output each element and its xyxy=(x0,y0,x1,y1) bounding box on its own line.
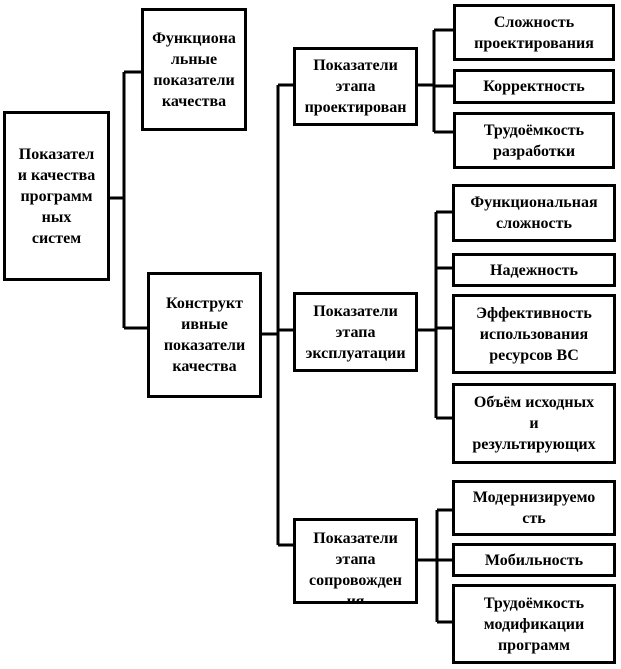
modification-effort-label: Трудоёмкость модификации программ xyxy=(483,594,585,654)
development-effort-node: Трудоёмкость разработки xyxy=(453,112,615,169)
root-node-label: Показател и качества программ ных систем xyxy=(17,145,96,247)
mobility-label: Мобильность xyxy=(484,551,584,569)
design-stage-node: Показатели этапа проектирован xyxy=(293,47,418,126)
resource-efficiency-label: Эффективность использования ресурсов ВС xyxy=(476,304,592,364)
constructive-quality-node: Конструкт ивные показатели качества xyxy=(147,272,262,398)
root-node: Показател и качества программ ных систем xyxy=(3,111,110,281)
design-complexity-label: Сложность проектирования xyxy=(474,13,594,52)
modifiability-node: Модернизируемо сть xyxy=(452,480,616,536)
correctness-label: Корректность xyxy=(483,78,585,95)
functional-complexity-node: Функциональная сложность xyxy=(452,184,616,242)
development-effort-label: Трудоёмкость разработки xyxy=(483,121,585,160)
functional-quality-node: Функциона льные показатели качества xyxy=(141,8,247,131)
operation-stage-node: Показатели этапа эксплуатации xyxy=(293,292,418,372)
resource-efficiency-node: Эффективность использования ресурсов ВС xyxy=(452,294,616,374)
data-volume-node: Объём исходных и результирующих xyxy=(452,383,616,464)
functional-complexity-label: Функциональная сложность xyxy=(470,194,598,232)
data-volume-label: Объём исходных и результирующих xyxy=(472,394,596,453)
reliability-label: Надежность xyxy=(490,261,578,279)
modifiability-label: Модернизируемо сть xyxy=(472,489,596,527)
operation-stage-label: Показатели этапа эксплуатации xyxy=(305,302,406,362)
correctness-node: Корректность xyxy=(453,69,615,104)
functional-quality-label: Функциона льные показатели качества xyxy=(152,29,236,110)
maintenance-stage-node: Показатели этапа сопровожден ия xyxy=(293,518,418,604)
design-complexity-node: Сложность проектирования xyxy=(453,4,615,61)
maintenance-stage-label: Показатели этапа сопровожден ия xyxy=(309,530,402,604)
mobility-node: Мобильность xyxy=(452,543,616,577)
design-stage-label: Показатели этапа проектирован xyxy=(304,57,407,116)
modification-effort-node: Трудоёмкость модификации программ xyxy=(452,584,616,664)
reliability-node: Надежность xyxy=(452,253,616,287)
constructive-quality-label: Конструкт ивные показатели качества xyxy=(163,295,246,375)
